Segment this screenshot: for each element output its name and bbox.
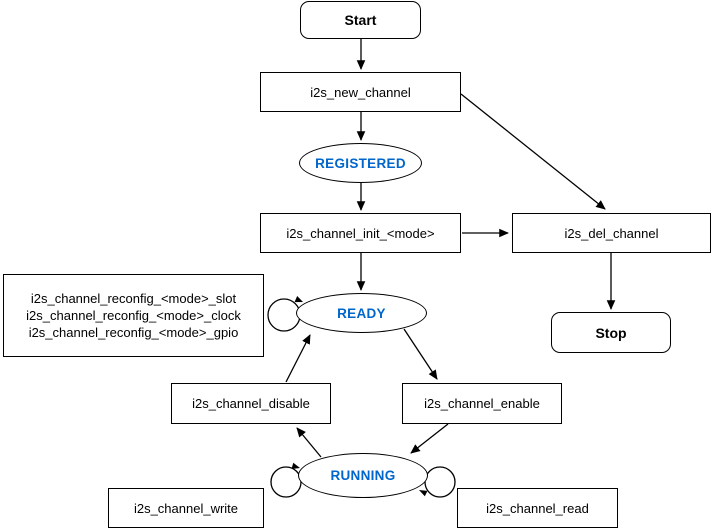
edge-disable-to-ready	[285, 334, 311, 383]
i2s-channel-write-label: i2s_channel_write	[133, 500, 239, 516]
reconfig-gpio-label: i2s_channel_reconfig_<mode>_gpio	[28, 325, 239, 340]
edge-new-channel-to-del-channel	[460, 93, 606, 210]
start-label: Start	[344, 12, 377, 28]
i2s-channel-enable-node: i2s_channel_enable	[402, 383, 562, 424]
i2s-del-channel-label: i2s_del_channel	[564, 225, 659, 241]
i2s-channel-read-node: i2s_channel_read	[457, 488, 618, 528]
i2s-channel-write-node: i2s_channel_write	[108, 488, 264, 528]
i2s-channel-init-node: i2s_channel_init_<mode>	[260, 213, 461, 253]
self-loop-ready	[267, 298, 301, 332]
ready-state-label: READY	[337, 305, 386, 321]
reconfig-slot-label: i2s_channel_reconfig_<mode>_slot	[30, 291, 237, 306]
stop-node: Stop	[551, 312, 671, 353]
stop-label: Stop	[595, 324, 627, 341]
running-state-node: RUNNING	[298, 453, 428, 498]
i2s-channel-read-label: i2s_channel_read	[486, 500, 589, 516]
registered-state-label: REGISTERED	[315, 155, 406, 171]
start-node: Start	[300, 1, 421, 39]
i2s-channel-disable-label: i2s_channel_disable	[192, 396, 310, 411]
reconfig-clock-label: i2s_channel_reconfig_<mode>_clock	[26, 308, 241, 323]
i2s-new-channel-label: i2s_new_channel	[310, 84, 411, 100]
edge-ready-to-enable	[403, 328, 438, 380]
i2s-channel-init-label: i2s_channel_init_<mode>	[286, 225, 435, 241]
self-loop-running-left	[270, 466, 302, 498]
running-state-label: RUNNING	[330, 468, 396, 483]
registered-state-node: REGISTERED	[299, 143, 422, 183]
ready-state-node: READY	[296, 293, 427, 333]
i2s-channel-enable-label: i2s_channel_enable	[424, 396, 540, 411]
edge-enable-to-running	[410, 423, 449, 454]
edge-running-to-disable	[296, 427, 322, 458]
i2s-new-channel-node: i2s_new_channel	[260, 72, 461, 112]
self-loop-running-right	[424, 466, 456, 498]
i2s-channel-disable-node: i2s_channel_disable	[171, 383, 331, 424]
reconfig-functions-node: i2s_channel_reconfig_<mode>_slot i2s_cha…	[3, 274, 264, 357]
i2s-del-channel-node: i2s_del_channel	[512, 213, 711, 253]
